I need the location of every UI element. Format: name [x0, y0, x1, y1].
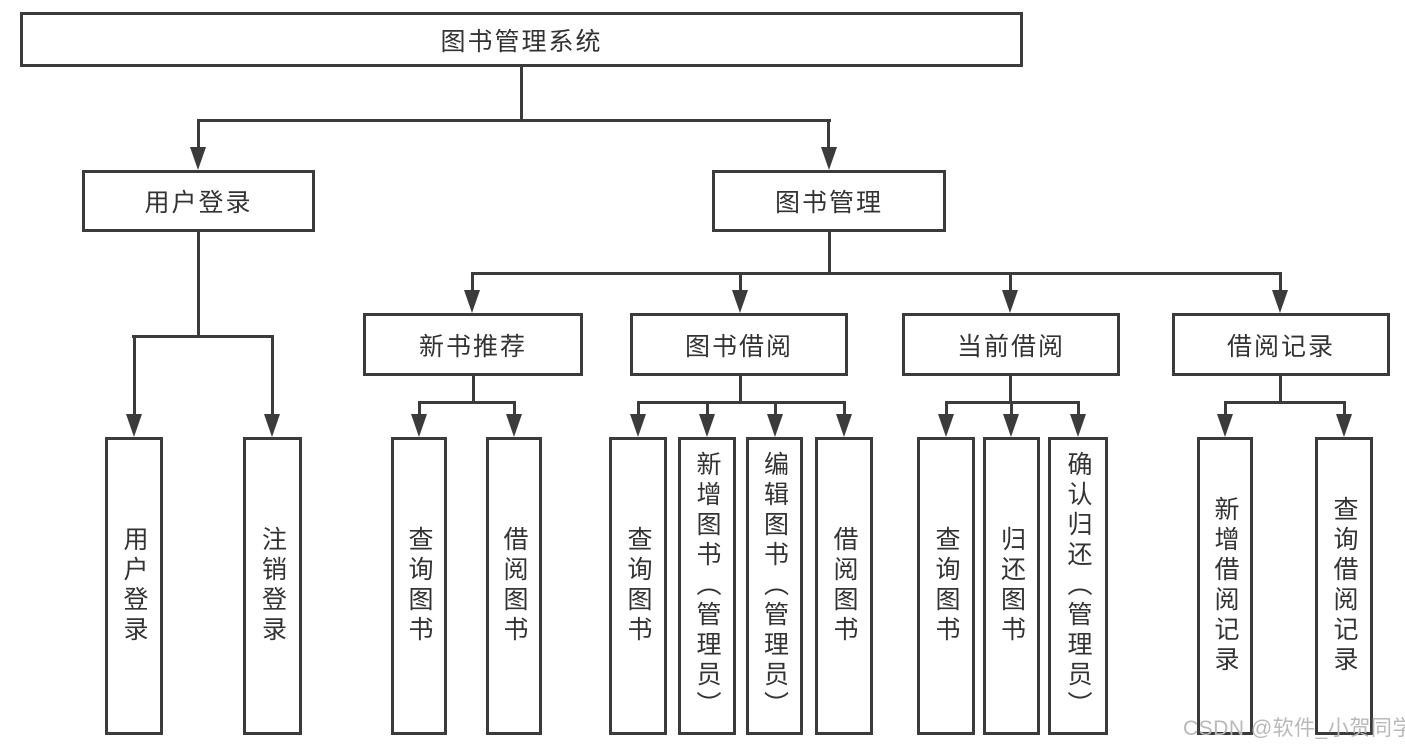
node-borrowing-records: 借阅记录 — [1172, 313, 1390, 376]
leaf-logout-label: 注销登录 — [258, 526, 287, 646]
node-book-borrowing-label: 图书借阅 — [684, 332, 793, 361]
arrow-down-icon — [767, 414, 783, 437]
leaf-user-login-label: 用户登录 — [120, 526, 148, 646]
connector-line — [1279, 376, 1282, 404]
connector-line — [945, 401, 948, 417]
leaf-borrowing-add-books-admin: 新增图书（管理员） — [678, 437, 736, 735]
connector-line — [471, 272, 474, 293]
connector-line — [1224, 401, 1227, 417]
leaf-current-return-books-label: 归还图书 — [997, 526, 1026, 646]
leaf-borrowing-borrow-books: 借阅图书 — [815, 437, 873, 735]
arrow-down-icon — [126, 414, 142, 437]
arrow-down-icon — [630, 414, 646, 437]
node-borrowing-records-label: 借阅记录 — [1226, 332, 1335, 361]
connector-line — [774, 401, 777, 417]
leaf-records-add-record: 新增借阅记录 — [1197, 437, 1253, 735]
arrow-down-icon — [938, 414, 954, 437]
node-user-login: 用户登录 — [82, 170, 315, 232]
leaf-records-query-record-label: 查询借阅记录 — [1330, 496, 1358, 676]
connector-line — [1009, 376, 1012, 404]
leaf-current-query-books: 查询图书 — [917, 437, 975, 735]
leaf-borrowing-borrow-books-label: 借阅图书 — [830, 526, 858, 646]
arrow-down-icon — [411, 414, 427, 437]
node-user-login-label: 用户登录 — [144, 189, 253, 217]
leaf-current-return-books: 归还图书 — [983, 437, 1040, 735]
leaf-recommend-query-books: 查询图书 — [391, 437, 447, 735]
connector-line — [472, 376, 475, 404]
connector-line — [1343, 401, 1346, 417]
connector-line — [828, 232, 831, 275]
watermark: CSDN @软件_小贺同学 — [1183, 717, 1405, 740]
leaf-recommend-borrow-books-label: 借阅图书 — [500, 526, 528, 646]
arrow-down-icon — [1070, 414, 1086, 437]
connector-line — [1010, 401, 1013, 417]
connector-line — [132, 335, 274, 338]
leaf-borrowing-add-books-admin-label: 新增图书（管理员） — [693, 451, 721, 721]
arrow-down-icon — [821, 147, 837, 170]
leaf-borrowing-edit-books-admin: 编辑图书（管理员） — [746, 437, 803, 735]
node-root-label: 图书管理系统 — [440, 27, 603, 56]
leaf-current-confirm-return-admin: 确认归还（管理员） — [1048, 437, 1108, 735]
connector-line — [637, 401, 846, 404]
node-current-borrowing-label: 当前借阅 — [956, 332, 1065, 361]
node-book-management-label: 图书管理 — [774, 189, 883, 217]
connector-line — [739, 272, 742, 293]
connector-line — [1077, 401, 1080, 417]
connector-line — [271, 335, 274, 417]
connector-line — [1224, 401, 1346, 404]
connector-line — [197, 119, 831, 122]
leaf-user-login: 用户登录 — [105, 437, 163, 735]
node-new-book-recommend: 新书推荐 — [363, 313, 583, 376]
node-book-management: 图书管理 — [712, 170, 946, 232]
connector-line — [197, 232, 200, 338]
leaf-borrowing-edit-books-admin-label: 编辑图书（管理员） — [760, 451, 789, 721]
node-new-book-recommend-label: 新书推荐 — [418, 332, 527, 361]
leaf-current-query-books-label: 查询图书 — [932, 526, 960, 646]
connector-line — [520, 67, 523, 121]
connector-line — [471, 272, 1282, 275]
connector-line — [418, 401, 516, 404]
arrow-down-icon — [1272, 290, 1288, 313]
connector-line — [513, 401, 516, 417]
connector-line — [1279, 272, 1282, 293]
connector-line — [843, 401, 846, 417]
leaf-records-query-record: 查询借阅记录 — [1315, 437, 1373, 735]
leaf-recommend-query-books-label: 查询图书 — [405, 526, 433, 646]
connector-line — [197, 119, 200, 150]
arrow-down-icon — [1336, 414, 1352, 437]
leaf-records-add-record-label: 新增借阅记录 — [1211, 496, 1239, 676]
connector-line — [739, 376, 742, 404]
arrow-down-icon — [836, 414, 852, 437]
arrow-down-icon — [699, 414, 715, 437]
arrow-down-icon — [1002, 290, 1018, 313]
connector-line — [418, 401, 421, 417]
connector-line — [1009, 272, 1012, 293]
node-root: 图书管理系统 — [20, 12, 1023, 67]
node-current-borrowing: 当前借阅 — [902, 313, 1120, 376]
arrow-down-icon — [1217, 414, 1233, 437]
connector-line — [706, 401, 709, 417]
leaf-recommend-borrow-books: 借阅图书 — [486, 437, 542, 735]
leaf-borrowing-query-books: 查询图书 — [609, 437, 667, 735]
leaf-borrowing-query-books-label: 查询图书 — [624, 526, 652, 646]
arrow-down-icon — [190, 147, 206, 170]
leaf-current-confirm-return-admin-label: 确认归还（管理员） — [1064, 451, 1092, 721]
connector-line — [637, 401, 640, 417]
leaf-logout: 注销登录 — [243, 437, 302, 735]
connector-line — [133, 335, 136, 417]
arrow-down-icon — [1003, 414, 1019, 437]
arrow-down-icon — [264, 414, 280, 437]
connector-line — [827, 119, 830, 150]
arrow-down-icon — [506, 414, 522, 437]
node-book-borrowing: 图书借阅 — [630, 313, 848, 376]
arrow-down-icon — [732, 290, 748, 313]
arrow-down-icon — [464, 290, 480, 313]
